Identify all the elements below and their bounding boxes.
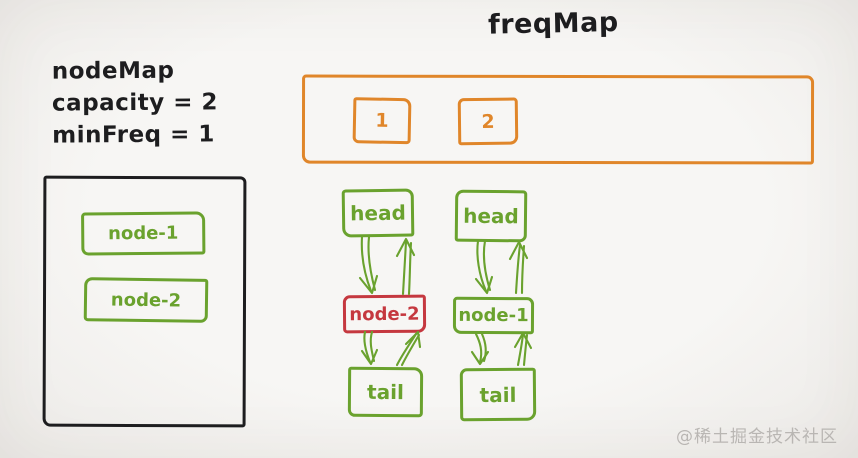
up-arrow-icon xyxy=(395,237,416,296)
nodemap-container: node-1 node-2 xyxy=(42,175,247,428)
freq2-tail-box: tail xyxy=(459,367,537,422)
down-arrow-icon xyxy=(358,235,379,295)
down-arrow-icon xyxy=(474,239,494,295)
info-capacity: capacity = 2 xyxy=(51,89,219,117)
page-title: freqMap xyxy=(487,6,619,41)
nodemap-item-node-1: node-1 xyxy=(81,211,206,256)
freq1-node-tail-arrows xyxy=(360,330,422,367)
node-map-info: nodeMap capacity = 2 minFreq = 1 xyxy=(52,54,219,151)
freq1-tail-box: tail xyxy=(347,366,424,418)
freq2-head-node-arrows xyxy=(474,239,529,295)
watermark: @稀土掘金技术社区 xyxy=(676,427,838,447)
freq1-head-node-arrows xyxy=(358,235,416,296)
freq2-node-box: node-1 xyxy=(452,296,535,335)
freq-bucket-1: 1 xyxy=(352,97,412,145)
up-arrow-icon xyxy=(395,330,422,367)
up-arrow-icon xyxy=(513,331,533,367)
down-arrow-icon xyxy=(470,332,490,366)
freq-bucket-2: 2 xyxy=(457,97,519,146)
info-minfreq: minFreq = 1 xyxy=(52,121,215,149)
nodemap-item-node-2: node-2 xyxy=(83,277,209,323)
freq1-head-box: head xyxy=(341,188,415,238)
freq2-head-box: head xyxy=(454,189,528,243)
info-nodemap-label: nodeMap xyxy=(51,57,175,85)
freq2-node-tail-arrows xyxy=(470,331,533,367)
freq1-node-box: node-2 xyxy=(342,294,427,334)
down-arrow-icon xyxy=(360,330,379,366)
up-arrow-icon xyxy=(508,240,529,295)
freqmap-container: 1 2 xyxy=(301,74,815,165)
